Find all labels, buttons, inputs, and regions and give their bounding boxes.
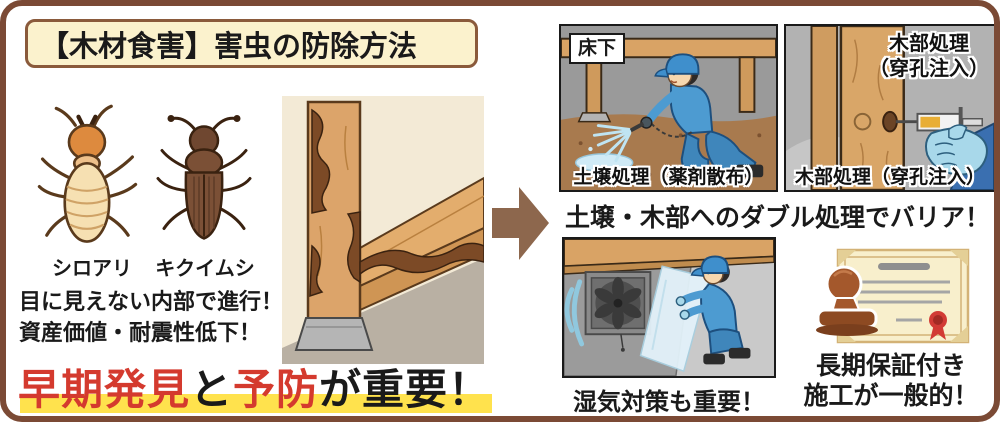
slogan-segment-1: 早期発見 xyxy=(18,365,191,414)
barrier-text: 土壌・木部へのダブル処理でバリア！ xyxy=(564,203,990,232)
syringe-wood-injection-illustration xyxy=(786,26,994,190)
underfloor-treatment-panel: 床下 土壌処理（薬剤散布） xyxy=(559,24,778,192)
moisture-control-panel xyxy=(562,237,776,378)
moisture-caption: 湿気対策も重要！ xyxy=(573,388,765,416)
warning-line-1: 目に見えない内部で進行！ xyxy=(19,290,284,315)
ventilation-fan-worker-illustration xyxy=(564,239,774,376)
wood-treatment-panel: 木部処理 （穿孔注入） 木部処理（穿孔注入） xyxy=(784,24,994,192)
worker-spraying-soil-illustration xyxy=(561,26,776,190)
wood-label-line-2: （穿孔注入） xyxy=(869,56,989,80)
slogan-segment-2: と xyxy=(190,365,234,414)
pest-label-beetle: キクイムシ xyxy=(155,256,255,280)
slogan-segment-4: が重要！ xyxy=(319,365,492,414)
warranty-caption-line-2: 施工が一般的！ xyxy=(803,381,979,410)
termite-icon xyxy=(37,104,138,243)
wood-borer-beetle-icon xyxy=(156,115,252,240)
wood-treatment-caption: 木部処理（穿孔注入） xyxy=(794,166,985,188)
underfloor-corner-label: 床下 xyxy=(569,33,626,64)
pest-label-termite: シロアリ xyxy=(52,256,132,280)
warranty-caption: 長期保証付き 施工が一般的！ xyxy=(789,351,993,411)
warranty-caption-line-1: 長期保証付き xyxy=(815,351,966,380)
wood-treatment-overlay-label: 木部処理 （穿孔注入） xyxy=(869,31,989,81)
slogan: 早期発見と予防が重要！ xyxy=(18,356,492,416)
underfloor-caption: 土壌処理（薬剤散布） xyxy=(573,166,764,188)
slogan-highlight-bar xyxy=(20,394,492,413)
warning-line-2: 資産価値・耐震性低下！ xyxy=(19,321,262,346)
slogan-segment-3: 予防 xyxy=(233,365,320,414)
right-arrow-icon xyxy=(492,187,549,260)
rubber-stamp-icon xyxy=(816,265,878,336)
warranty-certificate-stamp-illustration xyxy=(816,248,970,344)
page-title: 【木材食害】害虫の防除方法 xyxy=(25,19,478,68)
wood-label-line-1: 木部処理 xyxy=(889,31,969,55)
warning-text: 目に見えない内部で進行！ 資産価値・耐震性低下！ xyxy=(19,287,283,349)
page-title-text: 【木材食害】害虫の防除方法 xyxy=(40,28,418,63)
termite-damaged-post-illustration xyxy=(282,96,484,364)
